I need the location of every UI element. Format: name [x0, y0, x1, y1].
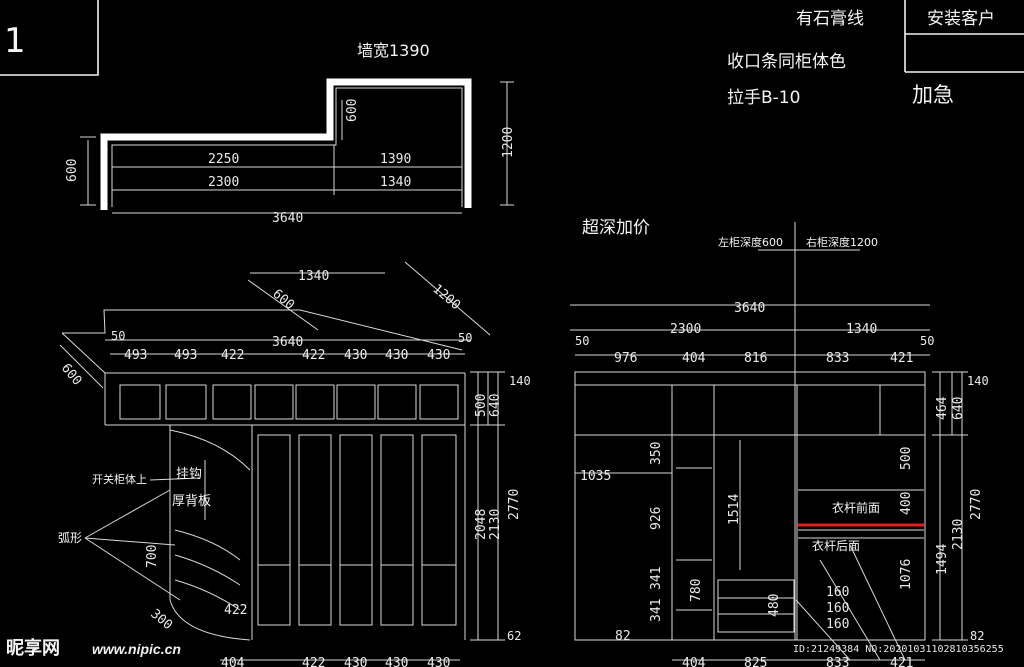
dim-1200: 1200: [501, 127, 516, 158]
front-dim-2130: 2130: [951, 519, 966, 550]
iso-bottom-430c: 430: [427, 656, 450, 667]
dim-3640: 3640: [272, 211, 303, 226]
front-dim-1494: 1494: [935, 544, 950, 575]
watermark-id: ID:21249384 NO:20201031102810356255: [793, 644, 1004, 655]
dim-600-left: 600: [65, 159, 80, 182]
dim-1390: 1390: [380, 152, 411, 167]
front-dim-480: 480: [767, 594, 782, 617]
front-dim-833: 833: [826, 351, 849, 366]
iso-dim-493b: 493: [174, 348, 197, 363]
iso-dim-422a: 422: [221, 348, 244, 363]
iso-dim-422b: 422: [302, 348, 325, 363]
iso-dim-2130: 2130: [488, 509, 503, 540]
iso-dim-50b: 50: [458, 331, 472, 345]
iso-bottom-430a: 430: [344, 656, 367, 667]
iso-dim-300: 300: [147, 607, 175, 634]
front-dim-50a: 50: [575, 334, 589, 348]
front-dim-2300: 2300: [670, 322, 701, 337]
front-dim-1514: 1514: [727, 494, 742, 525]
front-dim-82a: 82: [615, 629, 631, 644]
iso-dim-3640: 3640: [272, 335, 303, 350]
iso-dim-493a: 493: [124, 348, 147, 363]
note-gypsum: 有石膏线: [796, 8, 864, 29]
front-dim-404: 404: [682, 351, 706, 366]
label-rod-back: 衣杆后面: [812, 538, 860, 553]
front-bottom-833: 833: [826, 656, 849, 667]
front-dim-82b: 82: [970, 629, 984, 643]
front-dim-2770: 2770: [969, 489, 984, 520]
iso-bottom-430b: 430: [385, 656, 408, 667]
front-dim-1035: 1035: [580, 469, 611, 484]
front-dim-341b: 341: [649, 599, 664, 622]
front-dim-421: 421: [890, 351, 913, 366]
front-bottom-421: 421: [890, 656, 913, 667]
wall-width-label: 墙宽1390: [357, 41, 430, 60]
front-view: 超深加价 左柜深度600 右柜深度1200 3640 2300 1340 50 …: [570, 218, 989, 667]
front-bottom-404: 404: [682, 656, 706, 667]
label-switch-cabinet: 开关柜体上: [92, 472, 147, 486]
front-dim-1340: 1340: [846, 322, 877, 337]
front-bottom-825: 825: [744, 656, 767, 667]
iso-dim-1340: 1340: [298, 269, 329, 284]
depth-note-right: 右柜深度1200: [806, 235, 878, 249]
dim-2250: 2250: [208, 152, 239, 167]
iso-dim-140: 140: [509, 374, 531, 388]
note-handle: 拉手B-10: [727, 88, 800, 108]
front-dim-926: 926: [649, 507, 664, 530]
extra-depth-label: 超深加价: [582, 218, 650, 238]
front-dim-780: 780: [689, 579, 704, 602]
iso-dim-700: 700: [145, 545, 160, 568]
iso-bottom-404: 404: [221, 656, 245, 667]
iso-dim-430b: 430: [385, 348, 408, 363]
front-dim-400: 400: [899, 492, 914, 515]
note-trim: 收口条同柜体色: [727, 52, 846, 72]
front-dim-816: 816: [744, 351, 767, 366]
front-dim-500: 500: [899, 447, 914, 470]
watermark-logo: 昵享网: [6, 637, 60, 659]
label-thick-back: 厚背板: [172, 494, 211, 509]
label-arc: 弧形: [58, 531, 82, 545]
wall-outline: [100, 78, 472, 210]
depth-note-left: 左柜深度600: [718, 235, 783, 249]
title-block: 1 有石膏线 安装客户 收口条同柜体色 拉手B-10 加急: [0, 0, 1024, 108]
iso-dim-640: 640: [488, 394, 503, 417]
iso-bottom-422: 422: [302, 656, 325, 667]
floor-plan: 墙宽1390 2250 1390 2300 1340 3640 600 600 …: [65, 41, 516, 226]
urgent-label: 加急: [912, 83, 954, 107]
sheet-number: 1: [4, 21, 26, 61]
front-dim-341a: 341: [649, 567, 664, 590]
iso-dim-422c: 422: [224, 603, 247, 618]
front-dim-350: 350: [649, 442, 664, 465]
iso-dim-600-top: 600: [269, 287, 297, 314]
front-dim-3640: 3640: [734, 301, 765, 316]
iso-dim-500: 500: [474, 394, 489, 417]
front-dim-464: 464: [935, 396, 950, 420]
dim-1340: 1340: [380, 175, 411, 190]
iso-dim-2048: 2048: [474, 509, 489, 540]
front-dim-640: 640: [951, 397, 966, 420]
iso-dim-62: 62: [507, 629, 521, 643]
dim-2300: 2300: [208, 175, 239, 190]
iso-dim-1200: 1200: [429, 282, 463, 314]
front-dim-1076: 1076: [899, 559, 914, 590]
front-dim-160c: 160: [826, 617, 849, 632]
dim-600-inner: 600: [345, 99, 360, 122]
iso-view: 1340 600 1200 600 50 50 3640 493 493 422…: [58, 261, 531, 667]
label-rod-front: 衣杆前面: [832, 500, 880, 515]
front-dim-160a: 160: [826, 585, 849, 600]
watermark: 昵享网 www.nipic.cn ID:21249384 NO:20201031…: [6, 637, 1004, 659]
iso-dim-2770: 2770: [507, 489, 522, 520]
front-dim-140: 140: [967, 374, 989, 388]
iso-dim-430c: 430: [427, 348, 450, 363]
watermark-url: www.nipic.cn: [92, 641, 181, 657]
install-client: 安装客户: [927, 9, 995, 29]
iso-dim-50a: 50: [111, 329, 125, 343]
front-dim-50b: 50: [920, 334, 934, 348]
label-hook: 挂钩: [176, 467, 202, 482]
iso-dim-430a: 430: [344, 348, 367, 363]
front-dim-160b: 160: [826, 601, 849, 616]
front-dim-976: 976: [614, 351, 637, 366]
